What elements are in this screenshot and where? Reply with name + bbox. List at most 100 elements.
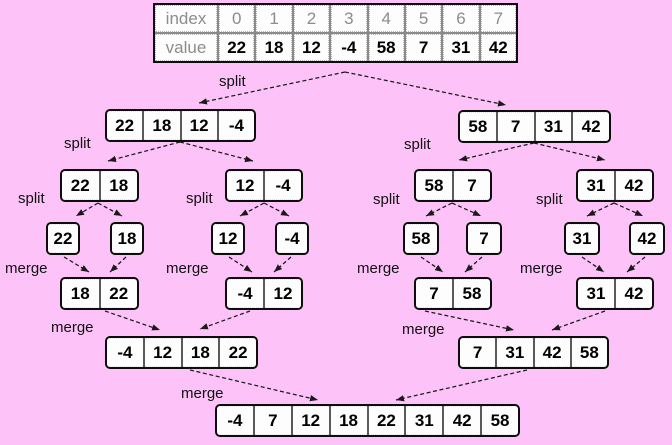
index-cell: 2	[293, 5, 330, 32]
array-cell: 7	[497, 112, 534, 141]
node-single-12: 12	[211, 222, 245, 255]
array-cell: 42	[616, 279, 652, 308]
array-cell: 12	[213, 224, 243, 253]
split-label: split	[404, 136, 431, 153]
array-cell: 12	[181, 111, 217, 140]
array-cell: 42	[573, 112, 609, 141]
arrow	[273, 256, 292, 273]
node-single-42: 42	[629, 222, 665, 255]
arrow	[199, 310, 251, 330]
node-merged-31-42: 31 42	[576, 277, 654, 310]
node-pair-31-42: 31 42	[576, 169, 654, 202]
array-cell: 31	[566, 224, 598, 253]
arrow	[451, 202, 482, 217]
index-cell: 0	[219, 5, 255, 32]
value-cell: 18	[256, 34, 292, 61]
value-cell: 7	[405, 34, 442, 61]
node-left-half: 22 18 12 -4	[105, 109, 256, 142]
index-cell: 6	[443, 5, 479, 32]
arrow	[107, 141, 181, 163]
merge-label: merge	[51, 319, 94, 336]
array-cell: 18	[100, 171, 137, 200]
node-merged-right-four: 7 31 42 58	[458, 336, 609, 369]
merge-label: merge	[357, 260, 400, 277]
node-final-sorted: -4 7 12 18 22 31 42 58	[215, 404, 520, 437]
array-cell: 22	[48, 224, 78, 253]
array-cell: 7	[454, 171, 490, 200]
array-cell: 22	[107, 111, 143, 140]
array-cell: -4	[218, 111, 254, 140]
array-cell: 22	[368, 406, 405, 435]
node-merged-left-four: -4 12 18 22	[105, 336, 258, 369]
split-label: split	[373, 191, 400, 208]
node-single-31: 31	[564, 222, 600, 255]
split-label: split	[186, 190, 213, 207]
value-cell: 58	[368, 34, 404, 61]
arrow	[458, 142, 535, 162]
arrow	[464, 256, 483, 273]
array-cell: 58	[405, 224, 437, 253]
value-cell: 22	[219, 34, 255, 61]
merge-label: merge	[181, 385, 224, 402]
arrow	[63, 256, 90, 273]
split-label: split	[536, 191, 563, 208]
split-label: split	[18, 190, 45, 207]
merge-label: merge	[166, 260, 209, 277]
arrow	[239, 202, 265, 217]
value-cell: 42	[480, 34, 516, 61]
merge-label: merge	[402, 321, 445, 338]
index-value-table: index 0 1 2 3 4 5 6 7 value 22 18 12 -4 …	[153, 3, 518, 63]
node-single-18: 18	[110, 222, 144, 255]
index-cell: 1	[256, 5, 292, 32]
arrow	[533, 142, 606, 162]
array-cell: 7	[416, 279, 452, 308]
node-pair-58-7: 58 7	[414, 169, 492, 202]
arrow	[420, 256, 444, 273]
array-cell: 58	[416, 171, 452, 200]
array-cell: 58	[454, 279, 490, 308]
array-cell: -4	[107, 338, 143, 367]
arrow	[263, 202, 290, 217]
node-merged-7-58: 7 58	[414, 277, 492, 310]
array-cell: 18	[182, 338, 219, 367]
array-cell: 7	[468, 224, 500, 253]
array-cell: -4	[265, 171, 301, 200]
array-cell: 31	[497, 338, 533, 367]
node-merged-18-22: 18 22	[60, 277, 139, 310]
node-merged--4-12: -4 12	[225, 277, 303, 310]
array-cell: 7	[254, 406, 291, 435]
array-cell: 42	[534, 338, 570, 367]
node-pair-12--4: 12 -4	[225, 169, 303, 202]
merge-label: merge	[5, 260, 48, 277]
arrow	[581, 256, 605, 273]
array-cell: 12	[227, 171, 263, 200]
row-label-index: index	[155, 5, 217, 32]
arrow	[344, 71, 507, 107]
array-cell: 31	[535, 112, 572, 141]
array-cell: 31	[406, 406, 443, 435]
arrow	[425, 202, 453, 217]
array-cell: 18	[330, 406, 367, 435]
arrow	[395, 369, 528, 402]
node-single-58: 58	[403, 222, 439, 255]
array-cell: -4	[217, 406, 253, 435]
array-cell: 12	[292, 406, 329, 435]
arrow	[75, 202, 99, 217]
array-cell: 12	[144, 338, 181, 367]
arrow	[179, 141, 254, 163]
array-cell: 58	[460, 112, 496, 141]
value-cell: 31	[443, 34, 479, 61]
arrow	[613, 202, 644, 217]
index-cell: 7	[480, 5, 516, 32]
array-cell: 31	[578, 279, 614, 308]
array-cell: -4	[227, 279, 263, 308]
array-cell: 22	[100, 279, 137, 308]
value-cell: -4	[331, 34, 367, 61]
array-cell: 7	[460, 338, 496, 367]
value-cell: 12	[293, 34, 330, 61]
arrow	[586, 202, 615, 217]
arrow	[104, 310, 161, 331]
split-label: split	[64, 135, 91, 152]
array-cell: 18	[144, 111, 180, 140]
